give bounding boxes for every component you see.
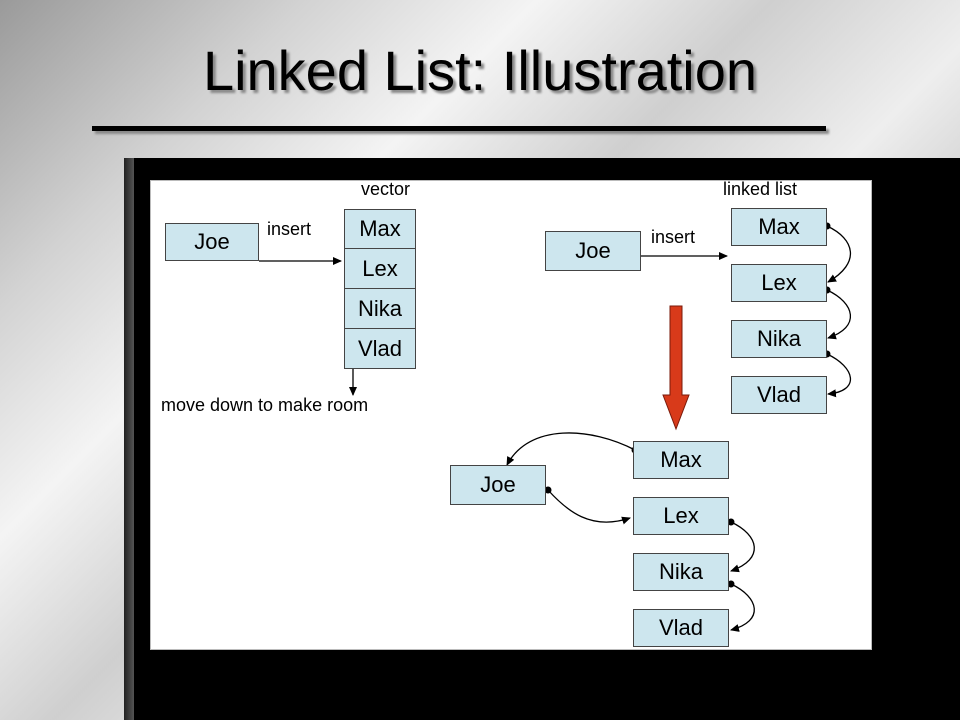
result-node-max: Max [633,441,729,479]
result-node-vlad: Vlad [633,609,729,647]
list-new-item-joe: Joe [545,231,641,271]
title-underline [92,126,826,131]
vector-heading: vector [361,179,411,199]
result-link-max-joe [506,432,636,466]
slide-title: Linked List: Illustration [202,39,758,102]
vector-note: move down to make room [161,395,369,415]
list-insert-label: insert [651,227,696,247]
result-link-joe-lex [547,489,631,525]
list-link-max-lex [826,225,852,283]
diagram-panel: vector insert Joe Max Lex Nika Vlad move… [150,179,872,650]
list-link-nika-vlad [826,353,852,398]
transition-arrow [662,305,690,431]
result-node-lex: Lex [633,497,729,535]
list-node-nika: Nika [731,320,827,358]
result-link-nika-vlad [730,583,755,632]
vector-cell-3: Vlad [344,329,416,369]
vector-insert-label: insert [267,219,312,239]
vector-new-item-joe: Joe [165,223,259,261]
result-link-lex-nika [730,521,755,573]
vector-cell-1: Lex [344,249,416,289]
list-node-max: Max [731,208,827,246]
list-node-lex: Lex [731,264,827,302]
list-node-vlad: Vlad [731,376,827,414]
vector-cell-0: Max [344,209,416,249]
vector-cell-2: Nika [344,289,416,329]
result-new-item-joe: Joe [450,465,546,505]
result-node-nika: Nika [633,553,729,591]
connector-layer [259,222,852,632]
list-heading: linked list [723,179,798,199]
list-link-lex-nika [826,289,852,340]
